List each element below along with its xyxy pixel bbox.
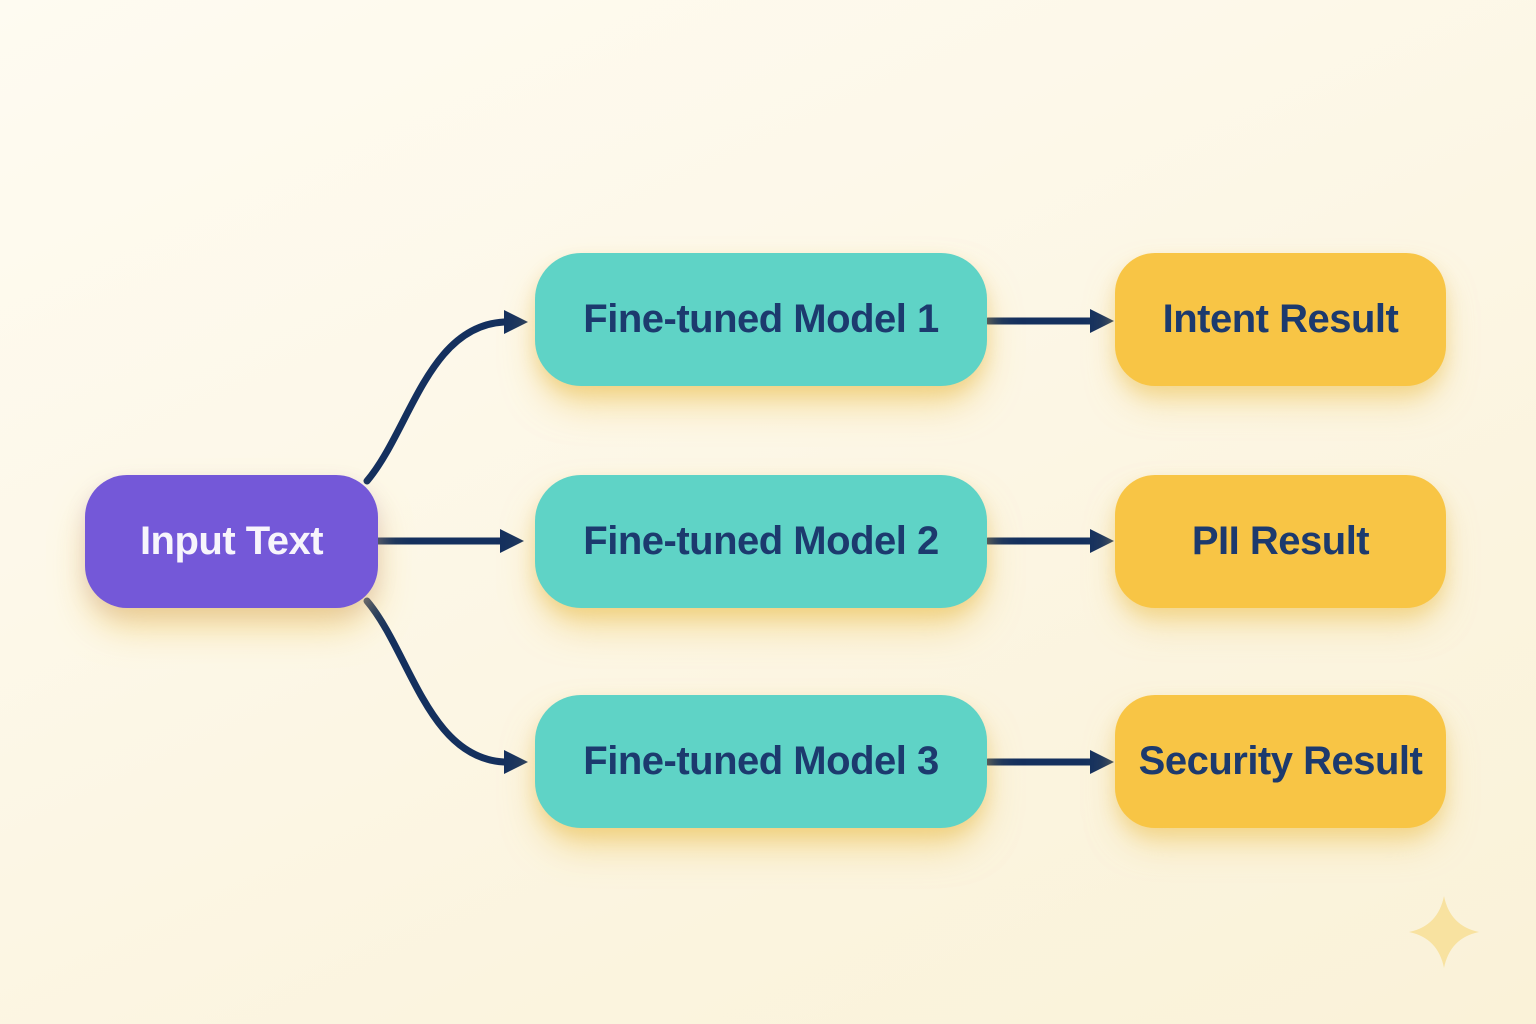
node-fine-tuned-model-1-label: Fine-tuned Model 1 — [583, 297, 939, 341]
node-pii-result: PII Result — [1115, 475, 1446, 608]
node-pii-result-label: PII Result — [1191, 519, 1370, 563]
node-security-result-label: Security Result — [1138, 739, 1423, 783]
node-fine-tuned-model-1: Fine-tuned Model 1 — [535, 253, 987, 386]
node-fine-tuned-model-3: Fine-tuned Model 3 — [535, 695, 987, 828]
node-fine-tuned-model-2-label: Fine-tuned Model 2 — [583, 519, 939, 563]
arrowhead-result2 — [1090, 529, 1114, 553]
arrowhead-model1 — [504, 310, 528, 334]
node-input-text: Input Text — [85, 475, 378, 608]
arrow-input-to-model1 — [363, 318, 508, 485]
node-security-result: Security Result — [1115, 695, 1446, 828]
sparkle-icon — [1409, 896, 1479, 968]
arrowhead-model3 — [504, 750, 528, 774]
node-intent-result: Intent Result — [1115, 253, 1446, 386]
node-input-text-label: Input Text — [139, 519, 324, 563]
arrow-input-to-model3 — [363, 597, 508, 766]
node-fine-tuned-model-2: Fine-tuned Model 2 — [535, 475, 987, 608]
node-intent-result-label: Intent Result — [1162, 297, 1399, 341]
arrowhead-model2 — [500, 529, 524, 553]
arrowhead-result3 — [1090, 750, 1114, 774]
arrowhead-result1 — [1090, 309, 1114, 333]
node-fine-tuned-model-3-label: Fine-tuned Model 3 — [583, 739, 939, 783]
